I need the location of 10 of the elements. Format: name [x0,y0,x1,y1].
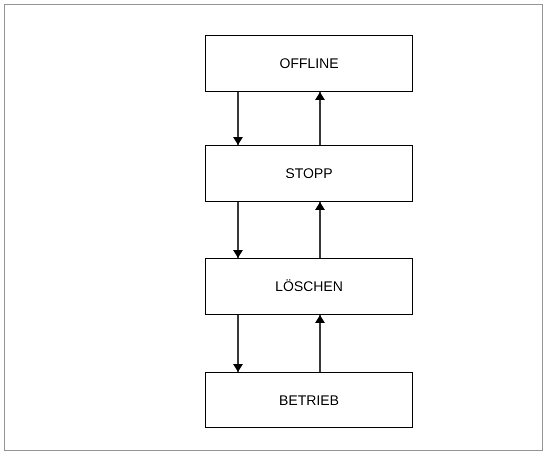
state-box: OFFLINE [205,35,413,92]
arrow [233,92,243,145]
state-box: STOPP [205,145,413,202]
arrow [315,202,325,258]
arrow [315,315,325,372]
arrow [233,202,243,258]
arrow [315,92,325,145]
state-box: BETRIEB [205,372,413,428]
state-box: LÖSCHEN [205,258,413,315]
arrow [233,315,243,372]
